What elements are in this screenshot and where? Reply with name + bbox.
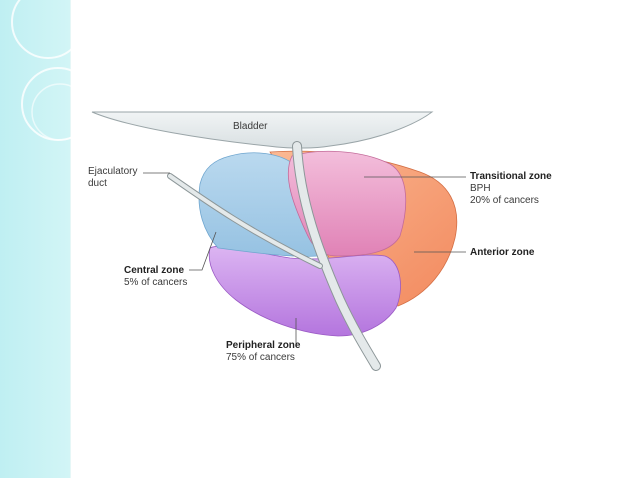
central-zone-title: Central zone [124,265,185,276]
transitional-zone-label: Transitional zone BPH 20% of cancers [470,171,552,207]
central-zone-percent: 5% of cancers [124,277,188,288]
ejaculatory-duct-label: Ejaculatory duct [88,166,137,190]
peripheral-zone-label: Peripheral zone 75% of cancers [226,340,300,364]
leader-central [189,231,217,271]
peripheral-zone-title: Peripheral zone [226,340,301,351]
anterior-zone-label: Anterior zone [470,247,534,259]
bladder-label-text: Bladder [233,121,268,132]
bladder-label: Bladder [233,121,267,133]
peripheral-zone-percent: 75% of cancers [226,352,295,363]
ejaculatory-label-line1: Ejaculatory [88,166,138,177]
anterior-zone-title: Anterior zone [470,247,535,258]
bladder-shape [91,111,434,149]
central-zone-label: Central zone 5% of cancers [124,265,187,289]
transitional-zone-percent: 20% of cancers [470,195,539,206]
ejaculatory-label-line2: duct [88,178,107,189]
ejaculatory-duct-fill [168,174,322,268]
peripheral-zone-shape [208,245,401,337]
transitional-zone-title: Transitional zone [470,171,552,182]
decorative-side-band [0,0,70,478]
transitional-zone-bph: BPH [470,183,491,194]
urethra-tube-fill [293,142,380,370]
side-band-edge [70,0,71,478]
